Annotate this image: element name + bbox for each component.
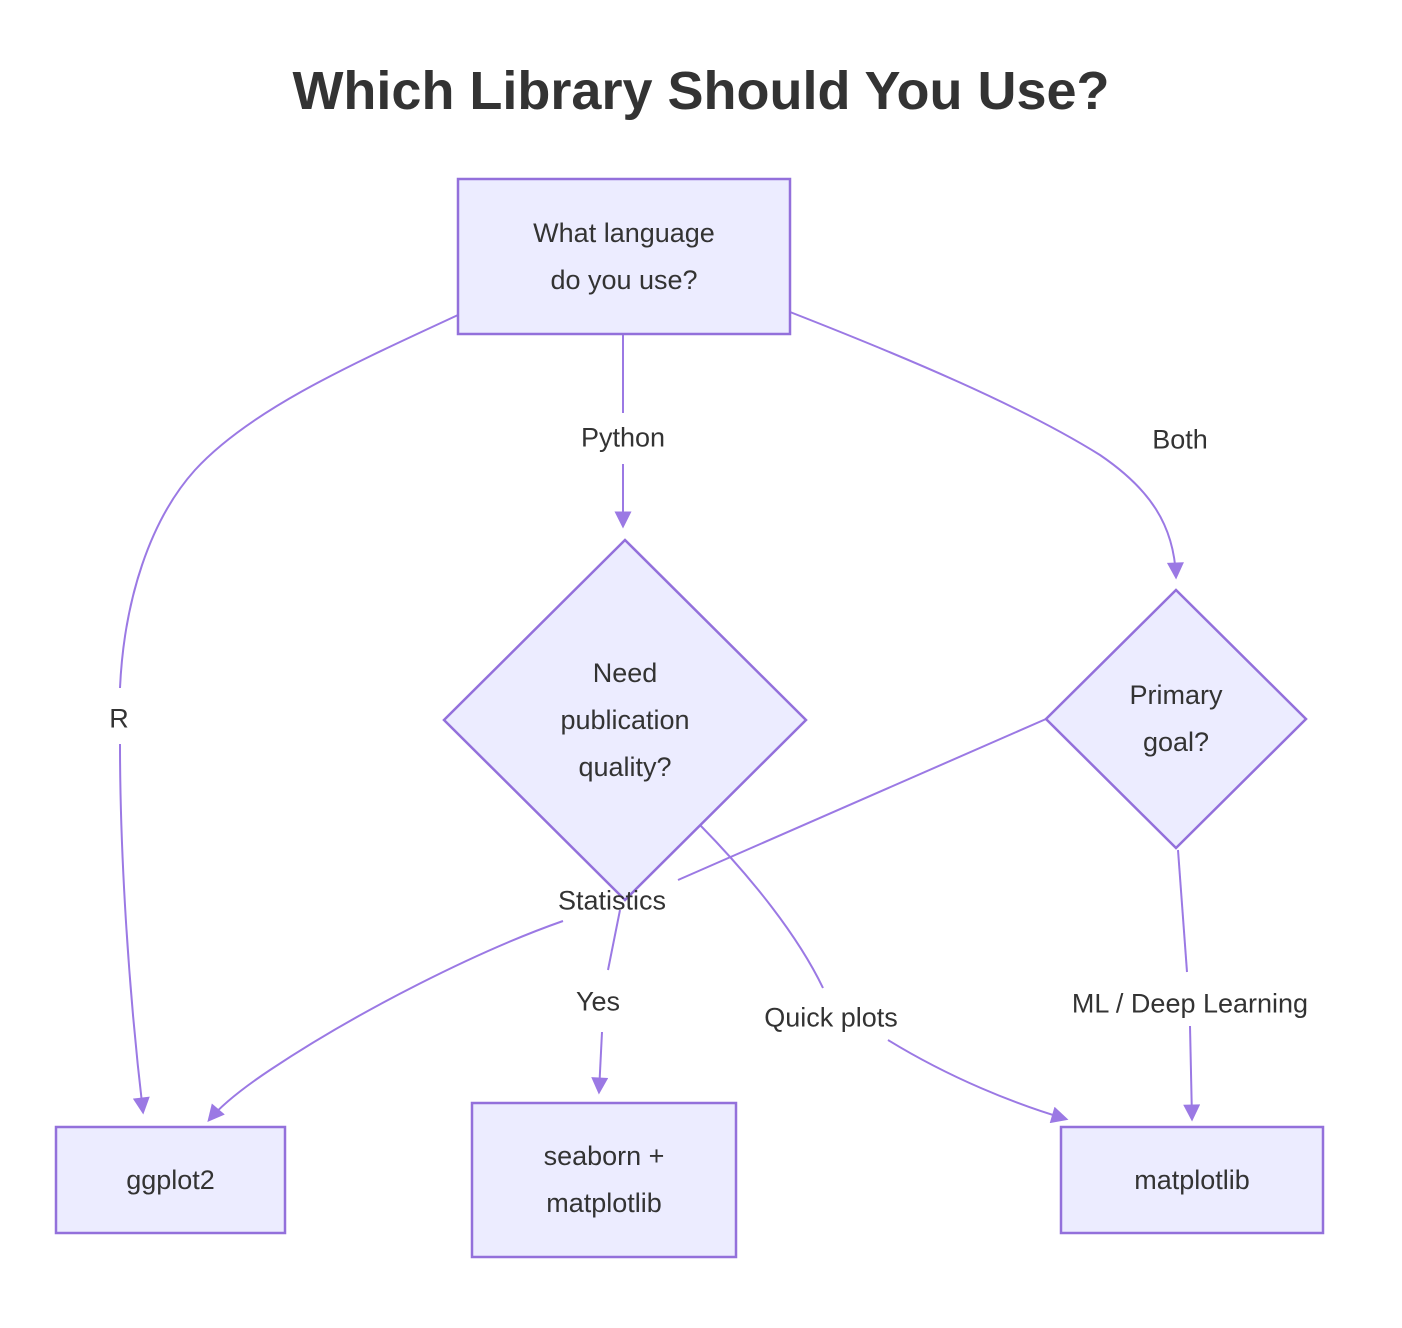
node-matplotlib-line1: matplotlib	[1134, 1164, 1250, 1195]
node-primary-goal-diamond	[1044, 588, 1308, 850]
edge-ml-lower	[1183, 1025, 1201, 1122]
edge-label-statistics: Statistics	[557, 885, 667, 916]
edge-ml-upper	[1177, 849, 1188, 973]
node-pub-quality-line3: quality?	[578, 751, 672, 782]
node-seaborn-line1: seaborn +	[543, 1141, 665, 1171]
edge-label-both: Both	[1152, 424, 1208, 455]
node-seaborn-label: seaborn + matplotlib	[472, 1103, 736, 1257]
edge-r-upper	[119, 314, 459, 689]
edge-r-lower	[119, 743, 150, 1115]
edge-yes-upper	[607, 909, 621, 971]
edge-quick-plots-upper	[699, 824, 824, 989]
node-pub-quality-label: Need publication quality?	[475, 630, 775, 810]
node-seaborn-line2: matplotlib	[546, 1188, 662, 1218]
node-language-line1: What language	[533, 217, 715, 248]
node-pub-quality-line2: publication	[560, 704, 690, 735]
node-matplotlib-label: matplotlib	[1061, 1127, 1323, 1233]
node-pub-quality-line1: Need	[592, 657, 658, 688]
node-ggplot2-label: ggplot2	[56, 1127, 285, 1233]
edge-label-python: Python	[580, 422, 666, 453]
node-ggplot2-line1: ggplot2	[126, 1164, 215, 1195]
edge-statistics-upper	[677, 718, 1047, 881]
edge-label-yes: Yes	[575, 986, 621, 1017]
node-primary-goal-line1: Primary	[1129, 680, 1223, 710]
edge-statistics-lower	[207, 920, 564, 1122]
node-ggplot2-box	[54, 1125, 287, 1235]
node-primary-goal-line2: goal?	[1142, 727, 1210, 757]
node-matplotlib-box	[1059, 1125, 1325, 1235]
node-language-box	[456, 177, 792, 336]
node-primary-goal-label: Primary goal?	[1056, 659, 1296, 779]
edge-label-r: R	[109, 703, 129, 734]
node-seaborn-box	[470, 1101, 738, 1259]
node-pub-quality-diamond	[442, 538, 808, 902]
diagram-title: Which Library Should You Use?	[292, 61, 1110, 121]
node-language-label: What language do you use?	[458, 179, 790, 334]
node-language-line2: do you use?	[550, 264, 698, 295]
edge-quick-plots-lower	[887, 1039, 1069, 1124]
edge-label-quick-plots: Quick plots	[764, 1002, 898, 1033]
edge-both	[789, 311, 1184, 580]
edge-yes-lower	[591, 1031, 609, 1095]
edge-label-ml: ML / Deep Learning	[1071, 988, 1309, 1019]
